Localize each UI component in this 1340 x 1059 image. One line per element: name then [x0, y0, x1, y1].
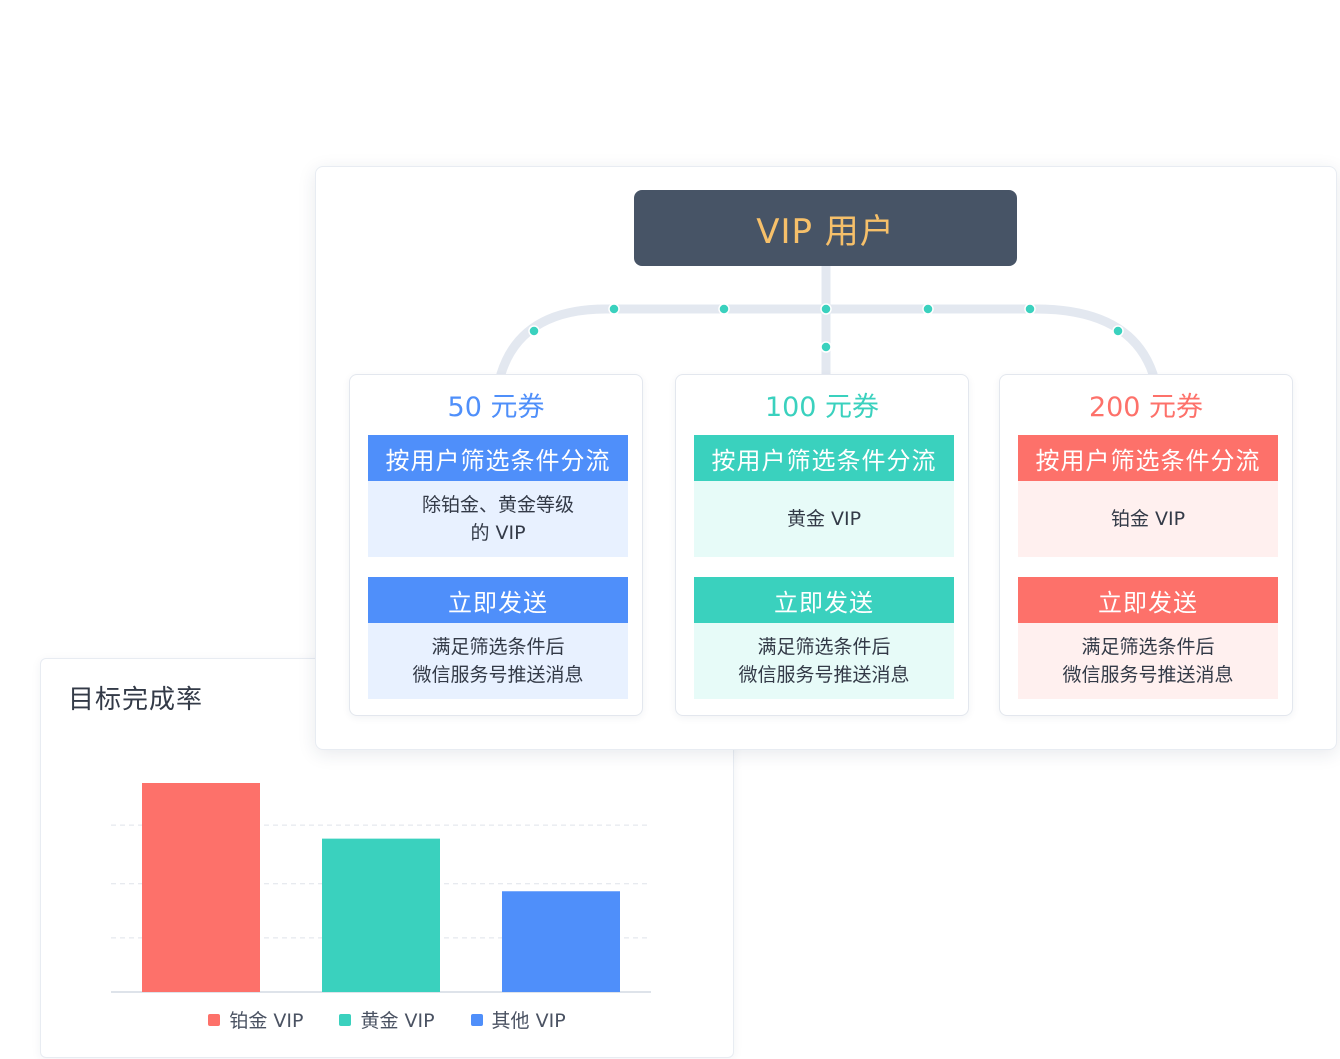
- chart-legend: 铂金 VIP 黄金 VIP 其他 VIP: [41, 1006, 733, 1033]
- rule-condition: 黄金 VIP: [694, 481, 954, 557]
- connector-dot: [922, 303, 934, 315]
- legend-swatch: [208, 1013, 221, 1026]
- root-node-vip-users[interactable]: VIP 用户: [634, 190, 1017, 266]
- rule-condition: 铂金 VIP: [1018, 481, 1278, 557]
- bar-chart: [111, 783, 651, 993]
- connector-dot: [1024, 303, 1036, 315]
- branch-coupon-50[interactable]: 50 元券按用户筛选条件分流除铂金、黄金等级 的 VIP 立即发送满足筛选条件后 …: [349, 374, 643, 716]
- rule-header[interactable]: 按用户筛选条件分流: [368, 435, 628, 481]
- branch-title: 200 元券: [1088, 392, 1204, 423]
- legend-swatch: [339, 1013, 352, 1026]
- connector-dot: [820, 341, 832, 353]
- branch-coupon-100[interactable]: 100 元券按用户筛选条件分流黄金 VIP 立即发送满足筛选条件后 微信服务号推送…: [675, 374, 969, 716]
- connector-dot: [528, 325, 540, 337]
- legend-label: 铂金 VIP: [229, 1010, 304, 1032]
- branch-coupon-200[interactable]: 200 元券按用户筛选条件分流铂金 VIP 立即发送满足筛选条件后 微信服务号推送…: [999, 374, 1293, 716]
- legend-swatch: [470, 1013, 483, 1026]
- chart-title: 目标完成率: [68, 685, 204, 715]
- rule-condition: 除铂金、黄金等级 的 VIP: [368, 481, 628, 557]
- connector-dot: [608, 303, 620, 315]
- legend-label: 其他 VIP: [491, 1010, 566, 1032]
- send-now-header[interactable]: 立即发送: [368, 577, 628, 623]
- legend-item[interactable]: 黄金 VIP: [339, 1006, 435, 1033]
- flow-connectors: [496, 266, 1158, 379]
- rule-header[interactable]: 按用户筛选条件分流: [694, 435, 954, 481]
- connector-dot: [1112, 325, 1124, 337]
- legend-label: 黄金 VIP: [360, 1010, 435, 1032]
- rule-header[interactable]: 按用户筛选条件分流: [1018, 435, 1278, 481]
- bar-2: [322, 838, 440, 992]
- legend-item[interactable]: 铂金 VIP: [208, 1006, 303, 1033]
- connector-dot: [718, 303, 730, 315]
- send-action-description: 满足筛选条件后 微信服务号推送消息: [694, 623, 954, 699]
- send-now-header[interactable]: 立即发送: [694, 577, 954, 623]
- send-action-description: 满足筛选条件后 微信服务号推送消息: [1018, 623, 1278, 699]
- connector-bus: [496, 304, 1158, 379]
- legend-item[interactable]: 其他 VIP: [470, 1006, 566, 1033]
- bar-1: [142, 783, 260, 992]
- bar-3: [502, 891, 620, 992]
- connector-dot: [820, 303, 832, 315]
- branch-title: 100 元券: [764, 392, 880, 423]
- send-action-description: 满足筛选条件后 微信服务号推送消息: [368, 623, 628, 699]
- send-now-header[interactable]: 立即发送: [1018, 577, 1278, 623]
- branch-title: 50 元券: [447, 392, 545, 423]
